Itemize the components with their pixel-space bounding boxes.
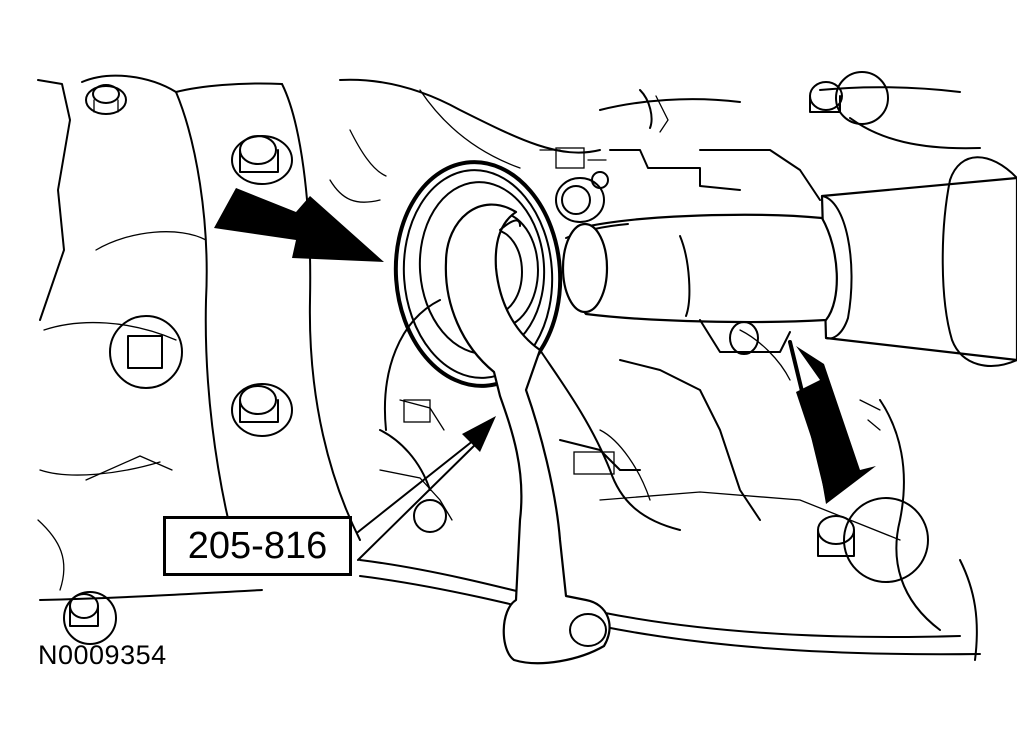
drain-plug: [109, 315, 183, 389]
callout-leader: [357, 416, 496, 561]
tool-callout-label: 205-816: [187, 524, 328, 567]
flange-bolt: [809, 71, 889, 125]
arrow-right-seal: [788, 340, 876, 504]
seal-installer: [561, 156, 1017, 367]
flange-bolt: [231, 383, 293, 437]
flange-bolt: [63, 591, 117, 645]
flange-bolt: [85, 84, 127, 115]
tool-callout-box: 205-816: [163, 516, 352, 576]
figure-id: N0009354: [38, 640, 167, 670]
flange-bolt: [231, 135, 293, 185]
flange-bolt: [413, 171, 609, 533]
flange-bolt: [817, 497, 929, 583]
flange-bolt: [555, 177, 605, 223]
holding-tool: [444, 203, 611, 665]
arrow-left-seal: [214, 188, 384, 262]
